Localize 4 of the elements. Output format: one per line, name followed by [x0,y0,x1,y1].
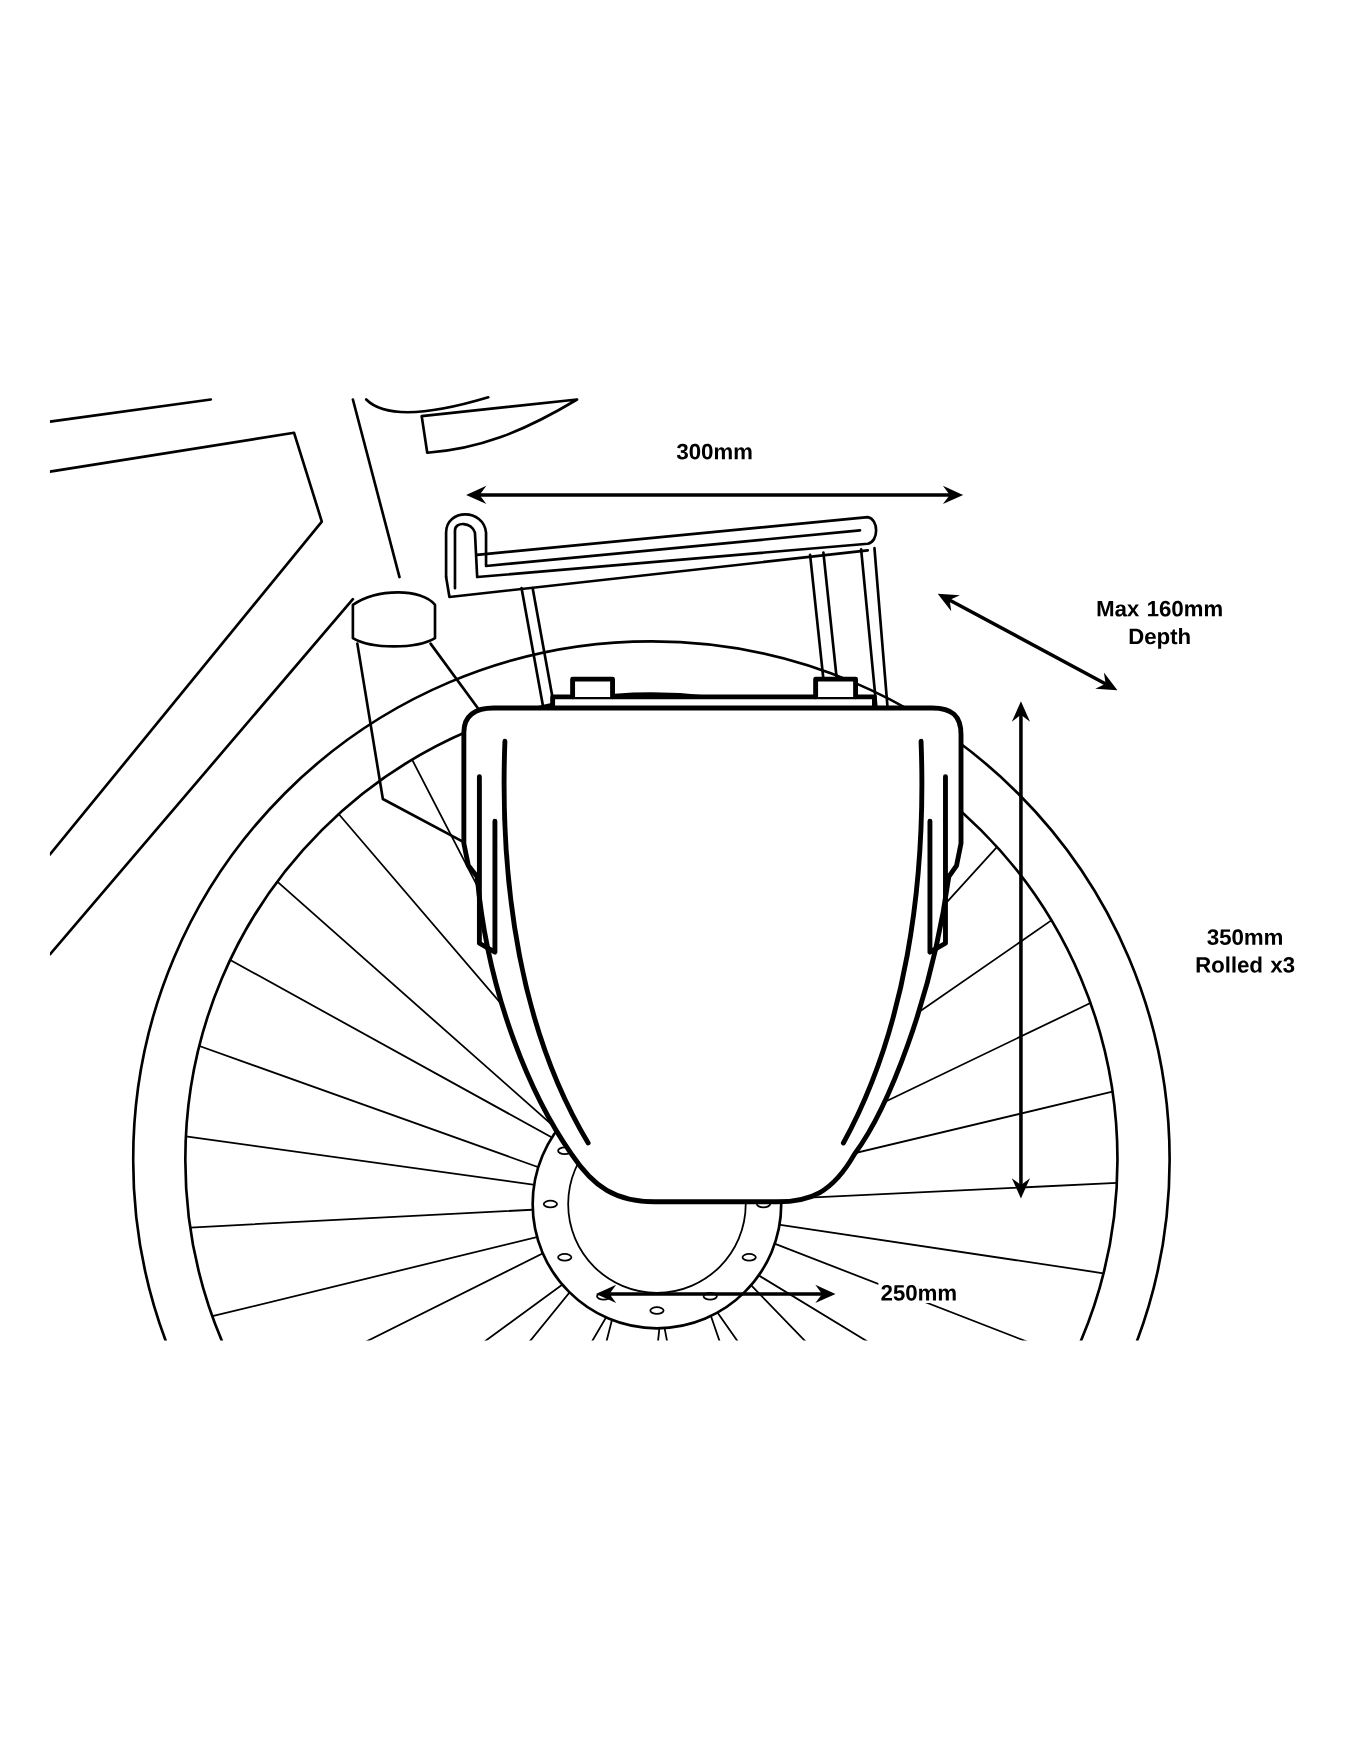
dimension-label: 250mm [878,1282,960,1303]
dimension-label: 300mm [673,441,755,462]
dimension-label: 350mm Rolled x3 [1196,929,1294,973]
dimension-label: Max 160mm Depth [1097,600,1222,649]
